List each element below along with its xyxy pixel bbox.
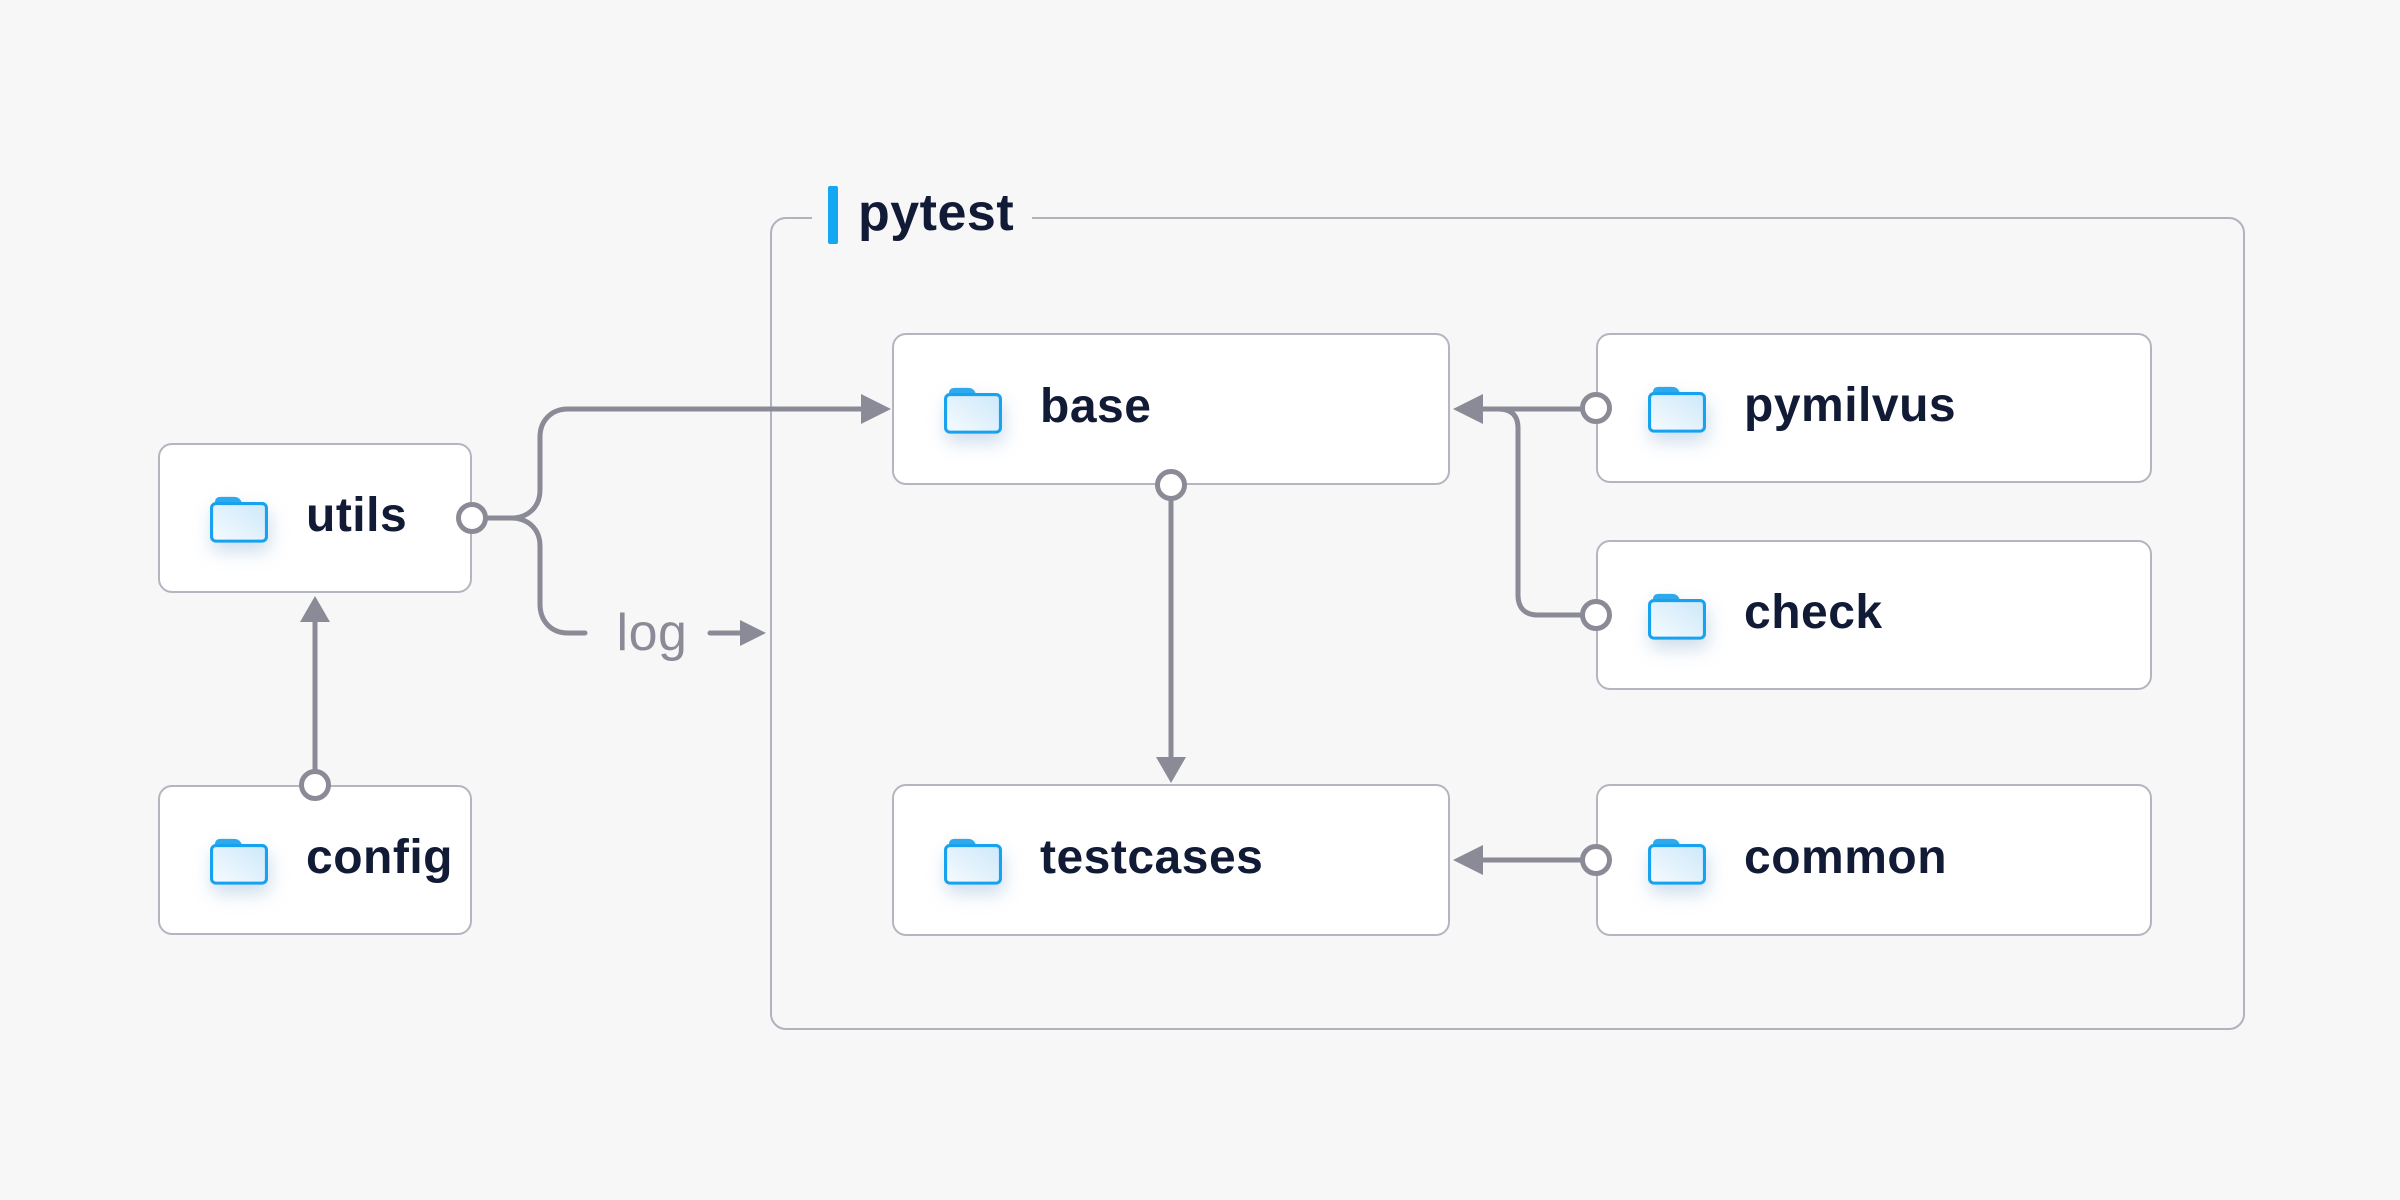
folder-icon (1648, 838, 1706, 885)
folder-icon (1648, 386, 1706, 433)
node-utils: utils (158, 443, 472, 593)
arrowhead (740, 620, 766, 646)
edge-utils-log-branch (508, 515, 588, 636)
accent-bar (828, 186, 838, 244)
arrowhead (300, 596, 330, 622)
node-pymilvus: pymilvus (1596, 333, 2152, 483)
pytest-group (770, 217, 2245, 1030)
pytest-group-label: pytest (812, 184, 1033, 246)
folder-icon (944, 838, 1002, 885)
folder-icon (944, 387, 1002, 434)
folder-icon (210, 496, 268, 543)
node-testcases: testcases (892, 784, 1450, 936)
node-label: pymilvus (1744, 379, 1957, 432)
node-common: common (1596, 784, 2152, 936)
node-label: utils (306, 489, 408, 542)
pytest-group-label-text: pytest (858, 184, 1015, 242)
folder-icon (210, 838, 268, 885)
node-label: base (1040, 380, 1152, 433)
node-config: config (158, 785, 472, 935)
folder-icon (1648, 593, 1706, 640)
node-label: common (1744, 831, 1948, 884)
edge-label-log: log (616, 604, 688, 662)
node-base: base (892, 333, 1450, 485)
node-label: check (1744, 586, 1883, 639)
node-label: testcases (1040, 831, 1264, 884)
node-check: check (1596, 540, 2152, 690)
node-label: config (306, 831, 453, 884)
